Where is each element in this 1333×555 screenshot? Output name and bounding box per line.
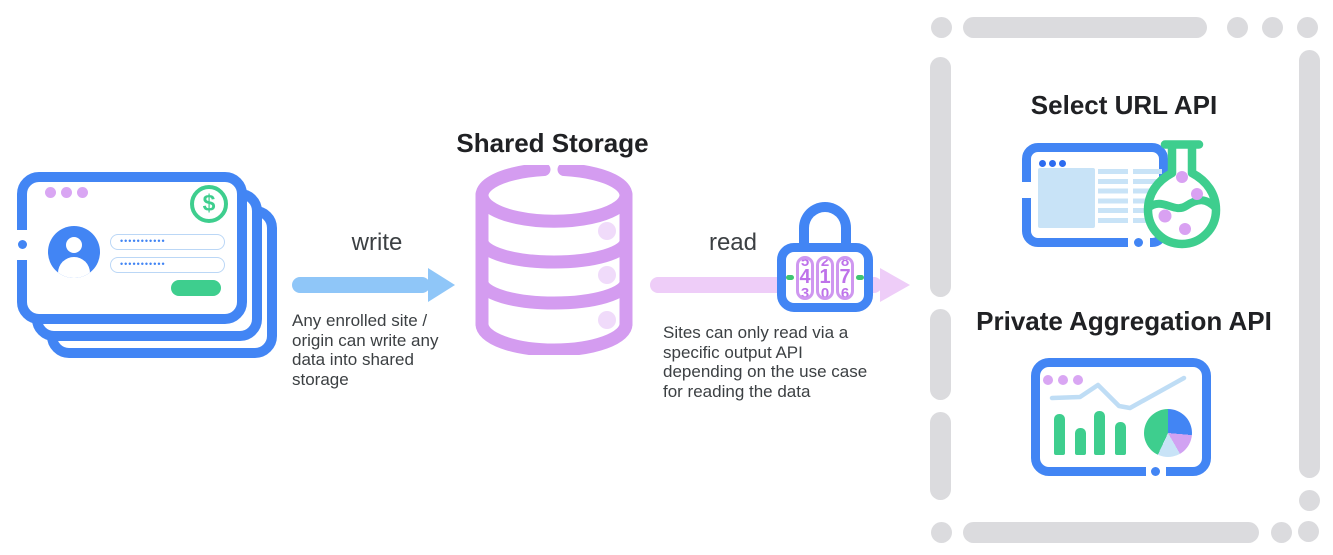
lock-roller-3[interactable]: 8 7 6 — [836, 255, 854, 300]
browser-controls — [1039, 160, 1066, 167]
bar-chart-bar — [1054, 414, 1065, 455]
bar-chart-bar — [1094, 411, 1105, 455]
analytics-dashboard-icon — [1031, 358, 1211, 476]
padlock-icon: 5 4 3 2 1 0 8 7 6 — [775, 200, 875, 314]
roller-digit: 4 — [799, 266, 811, 288]
line-chart-icon — [1049, 375, 1187, 411]
roller-digit: 1 — [819, 266, 831, 288]
padlock-shackle — [799, 202, 851, 246]
roller-digit-above: 8 — [840, 255, 850, 270]
select-url-browser-icon — [1022, 143, 1168, 247]
window-controls — [1043, 375, 1083, 385]
read-description: Sites can only read via a specific outpu… — [663, 323, 868, 401]
submit-button[interactable] — [171, 280, 221, 296]
lock-tick-icon — [786, 275, 794, 280]
roller-digit-below: 3 — [800, 285, 810, 300]
window-control-dot — [61, 187, 72, 198]
lock-roller-1[interactable]: 5 4 3 — [796, 255, 814, 300]
border-dot — [1151, 467, 1160, 476]
read-arrowhead-icon — [880, 268, 910, 302]
read-label: read — [708, 229, 758, 256]
lock-tick-icon — [856, 275, 864, 280]
roller-digit: 7 — [839, 266, 851, 288]
password-field-2[interactable]: ••••••••••• — [110, 257, 225, 273]
write-label: write — [351, 229, 403, 256]
roller-digit-above: 2 — [820, 255, 830, 270]
window-border-dot — [17, 240, 27, 249]
bar-chart-bar — [1115, 422, 1126, 455]
flask-icon — [1143, 140, 1221, 249]
window-control-dot — [45, 187, 56, 198]
private-aggregation-api-title: Private Aggregation API — [976, 306, 1272, 336]
login-window-front: $ ••••••••••• ••••••••••• — [17, 172, 247, 324]
user-avatar-icon — [48, 226, 100, 278]
database-icon — [475, 165, 633, 355]
write-arrow — [292, 277, 430, 293]
text-lines — [1098, 169, 1128, 228]
password-field-1[interactable]: ••••••••••• — [110, 234, 225, 250]
write-arrowhead-icon — [428, 268, 455, 302]
window-controls — [45, 187, 88, 198]
content-placeholder — [1038, 168, 1095, 228]
border-dot — [1134, 238, 1143, 247]
pie-chart-icon — [1144, 409, 1192, 457]
avatar-head — [66, 237, 82, 253]
window-control-dot — [77, 187, 88, 198]
select-url-api-title: Select URL API — [1030, 90, 1218, 120]
dollar-icon: $ — [190, 185, 228, 223]
roller-digit-above: 5 — [800, 255, 810, 270]
lock-roller-2[interactable]: 2 1 0 — [816, 255, 834, 300]
roller-digit-below: 0 — [820, 285, 830, 300]
roller-digit-below: 6 — [840, 285, 850, 300]
bar-chart-bar — [1075, 428, 1086, 455]
write-description: Any enrolled site / origin can write any… — [292, 311, 439, 389]
padlock-body: 5 4 3 2 1 0 8 7 6 — [777, 243, 873, 312]
avatar-torso — [58, 257, 90, 278]
shared-storage-title: Shared Storage — [456, 128, 649, 158]
